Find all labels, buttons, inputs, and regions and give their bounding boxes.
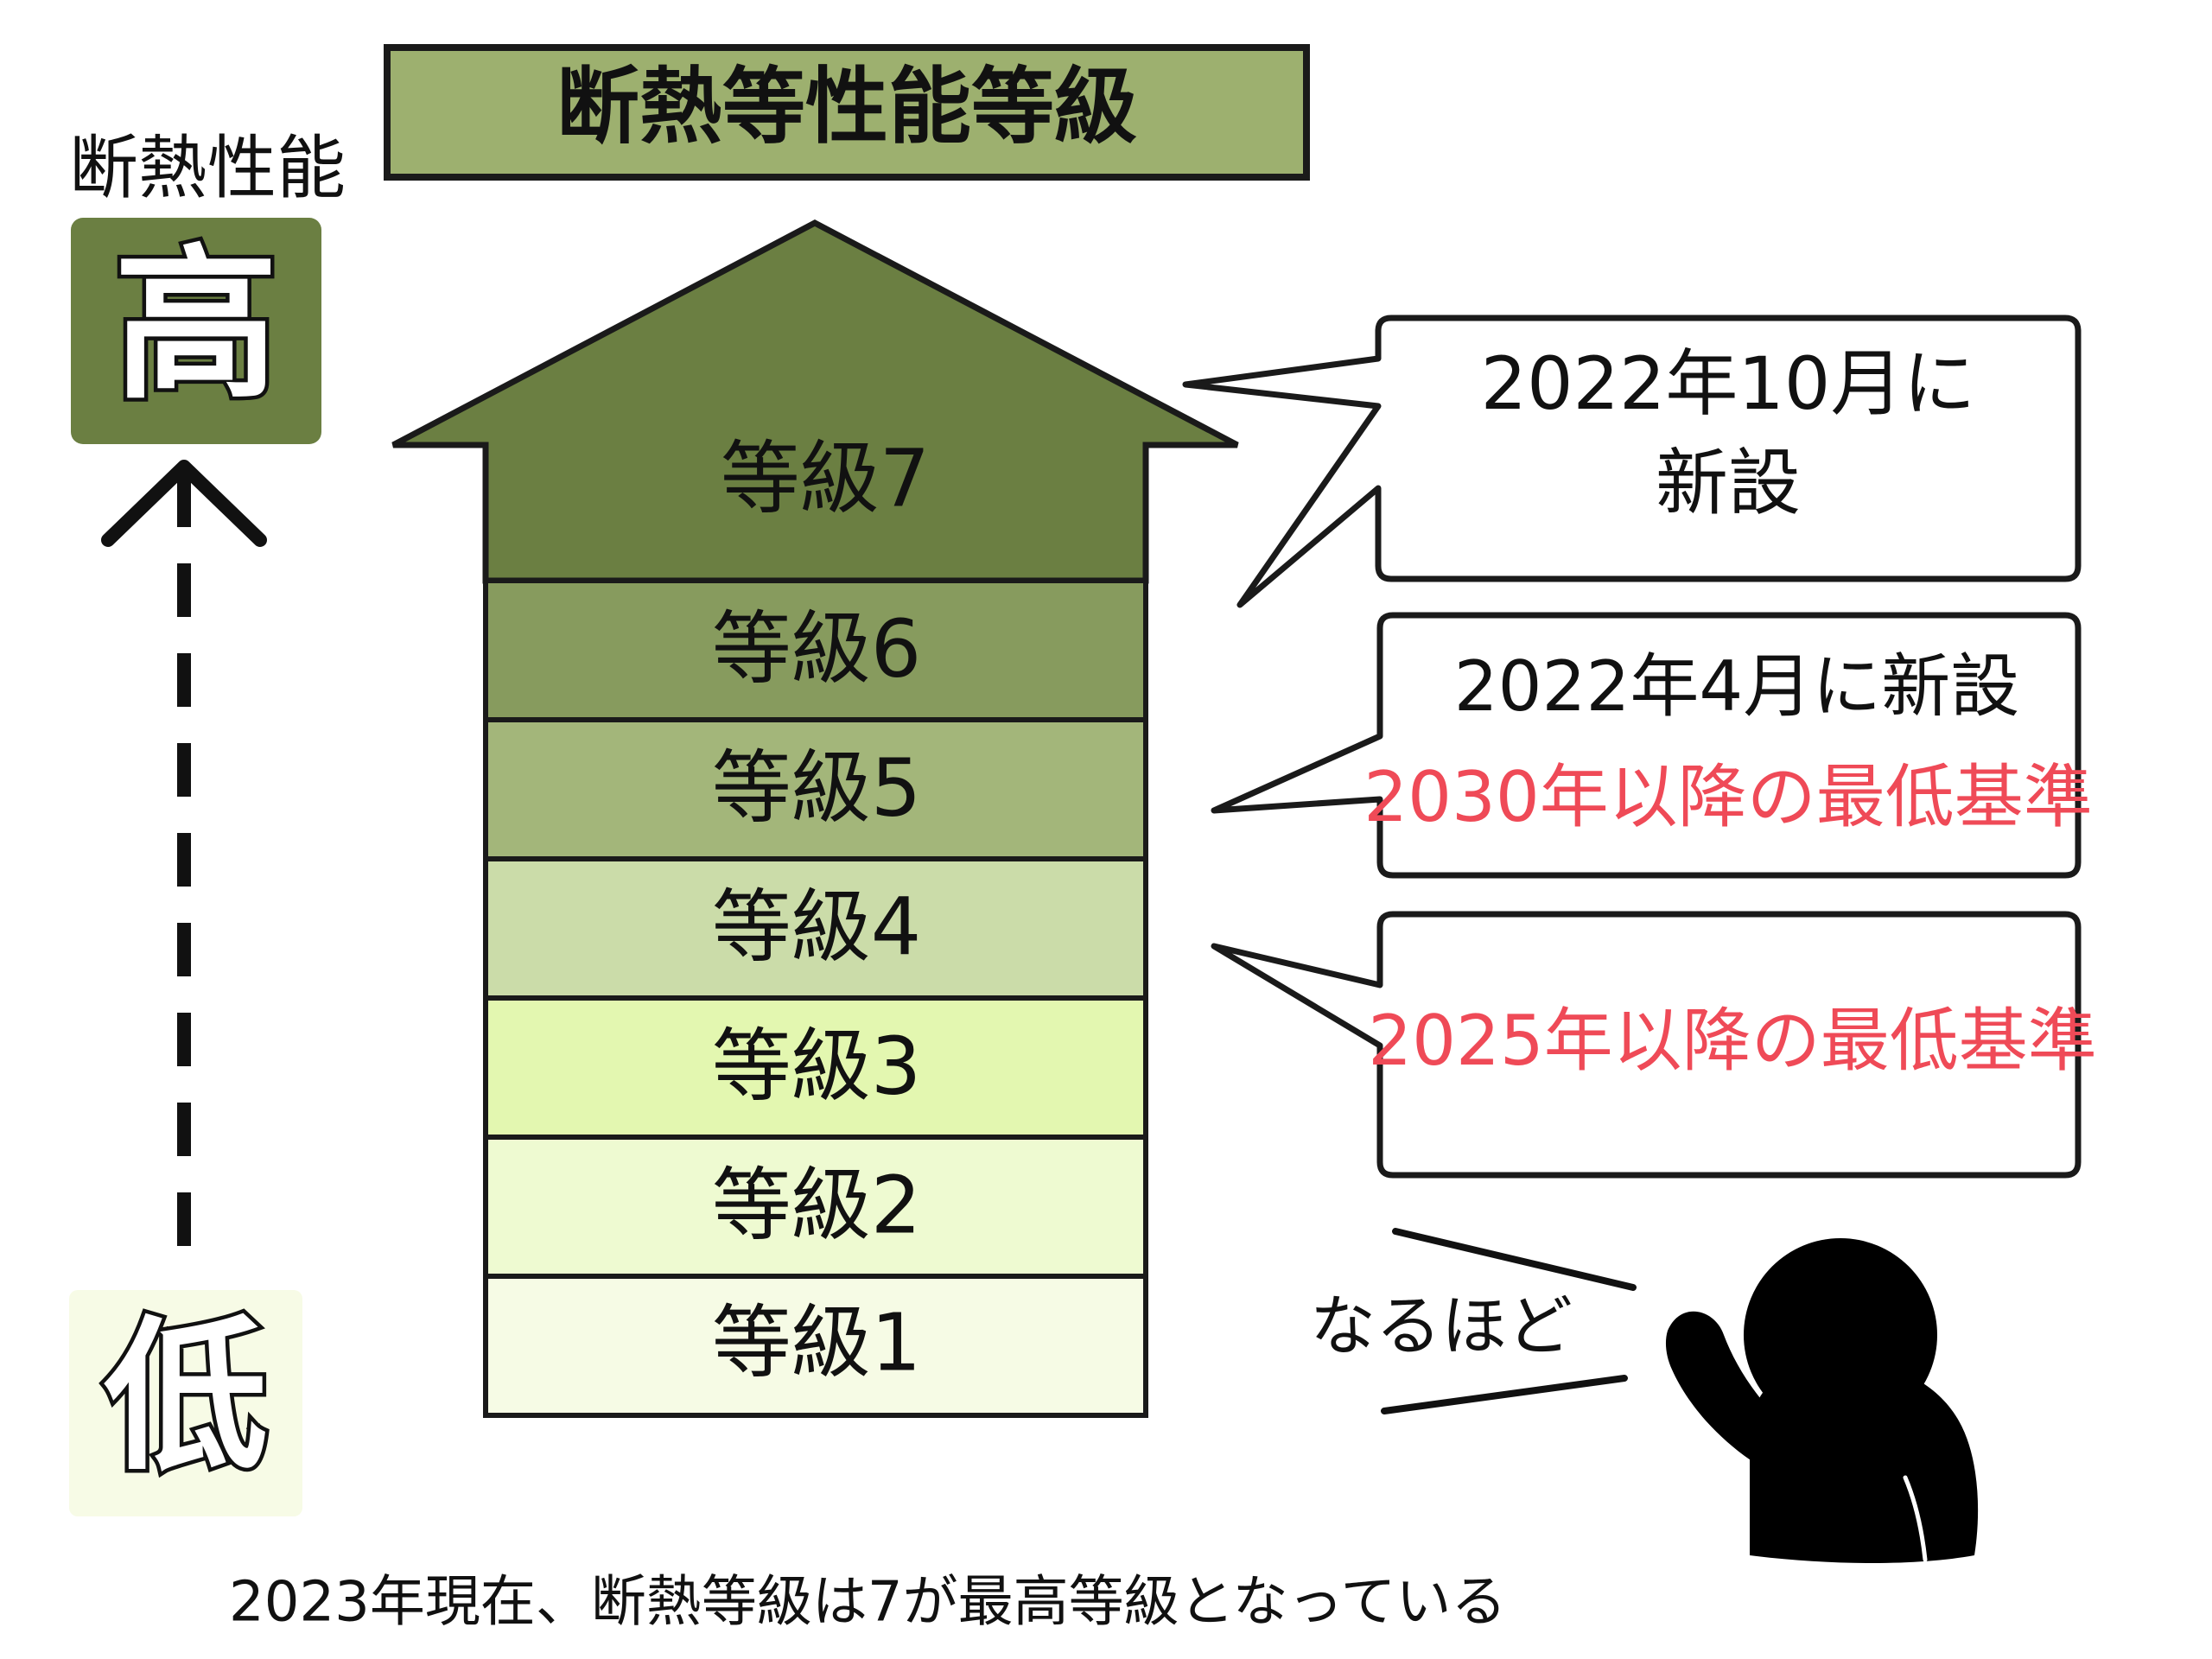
grade-label-6: 等級6	[712, 602, 922, 695]
performance-axis: 断熱性能 高 低	[69, 128, 346, 1516]
callout-grade4-bubble	[1211, 911, 2082, 1179]
person-arm-line-icon	[1903, 1475, 1928, 1562]
high-badge	[71, 218, 321, 444]
callout-grade7-line2: 新設	[1656, 441, 1801, 525]
axis-label: 断熱性能	[69, 128, 346, 208]
speech-line-bottom	[1381, 1375, 1628, 1414]
character: なるほど	[1310, 1228, 1979, 1563]
callout-grade7-line1: 2022年10月に	[1481, 341, 1976, 426]
callout-grade7: 2022年10月に 新設	[1182, 315, 2082, 608]
title-banner: 断熱等性能等級	[384, 44, 1310, 181]
up-arrow-head-icon	[101, 460, 267, 547]
grade-arrow: 等級7 等級6 等級5 等級4 等級3 等級2 等級1	[391, 219, 1239, 1418]
callout-grade5-line1: 2022年4月に新設	[1454, 646, 2020, 727]
grade-label-3: 等級3	[712, 1020, 922, 1112]
callout-grade5-bubble	[1211, 612, 2082, 879]
grade-row-4	[483, 856, 1148, 1001]
callout-grade5: 2022年4月に新設 2030年以降の最低基準	[1211, 612, 2093, 879]
grade-label-7: 等級7	[721, 432, 931, 524]
high-label: 高	[114, 230, 278, 421]
grade-label-4: 等級4	[712, 880, 922, 973]
grade-label-2: 等級2	[712, 1159, 922, 1251]
person-head-icon	[1744, 1238, 1937, 1432]
title-box	[384, 44, 1310, 181]
callout-grade5-line2: 2030年以降の最低基準	[1363, 757, 2093, 837]
person-arm-icon	[1665, 1311, 1797, 1478]
grade7-arrow-head	[391, 219, 1239, 584]
low-label: 低	[104, 1301, 268, 1492]
grade-row-3	[483, 995, 1148, 1140]
footer-note: 2023年現在、断熱等級は7が最高等級となっている	[229, 1571, 1506, 1635]
speech-text: なるほど	[1310, 1287, 1573, 1364]
callout-grade4-line1: 2025年以降の最低基準	[1368, 1001, 2097, 1081]
callout-grade4: 2025年以降の最低基準	[1211, 911, 2097, 1179]
low-badge	[69, 1290, 302, 1516]
callout-grade7-bubble	[1182, 315, 2082, 608]
grade-label-5: 等級5	[712, 741, 922, 834]
grade-label-1: 等級1	[712, 1296, 922, 1389]
title-text: 断熱等性能等級	[556, 58, 1137, 155]
grade-row-2	[483, 1135, 1148, 1279]
grade-row-1	[483, 1274, 1148, 1418]
speech-line-top	[1392, 1228, 1637, 1291]
